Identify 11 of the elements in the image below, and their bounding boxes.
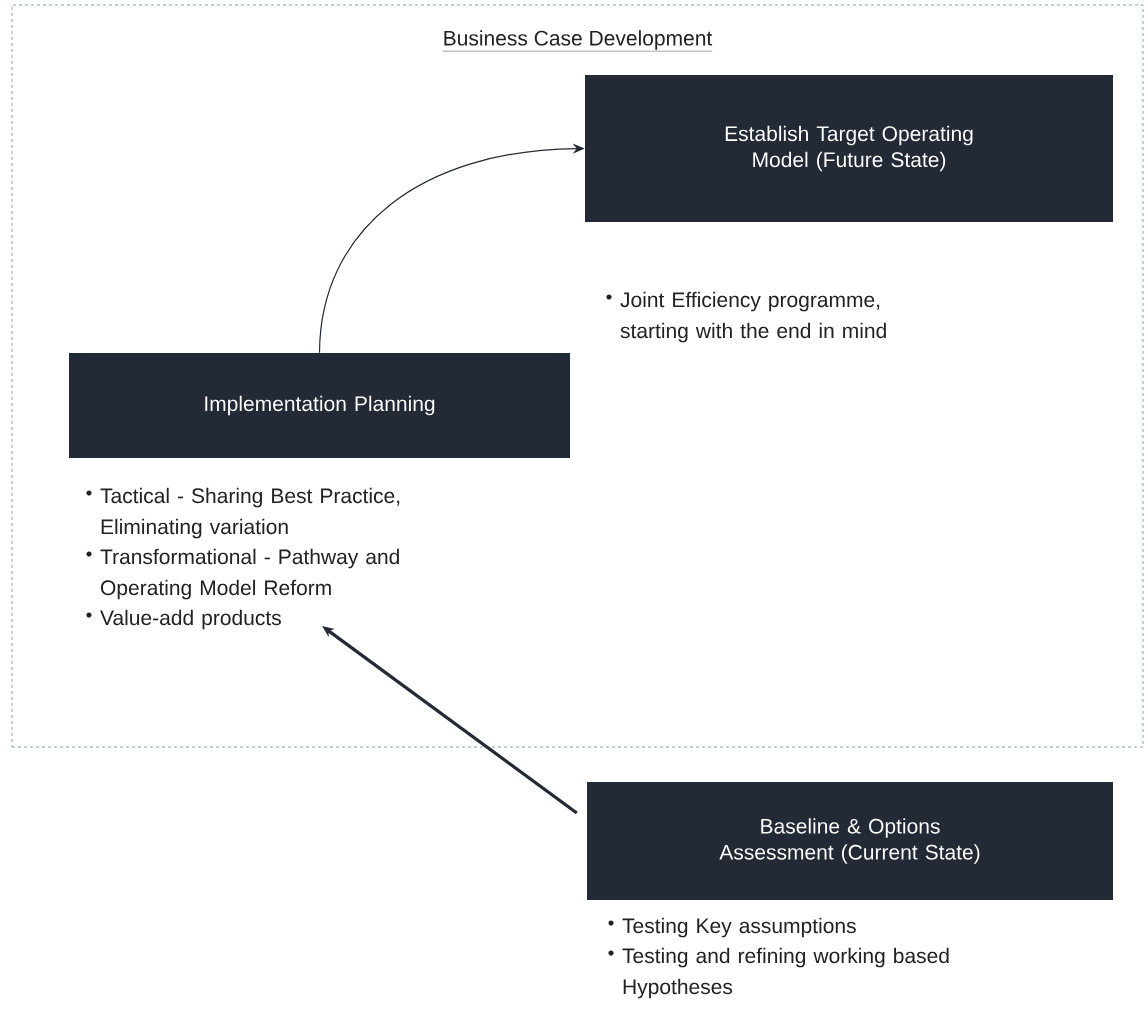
process-box: Baseline & Options Assessment (Current State) [587, 782, 1113, 900]
bullet-item: Tactical - Sharing Best Practice, Eliminating variation [86, 487, 400, 539]
bullet-item: Transformational - Pathway and Operating Model Reform [86, 548, 399, 600]
bullet-item: Joint Efficiency programme, starting with the end in mind [606, 291, 886, 343]
group-heading: Business Case Development [442, 30, 713, 52]
process-box: Establish Target Operating Model (Future State) [585, 75, 1113, 222]
process-box: Implementation Planning [69, 353, 570, 458]
dashed-group-frame [11, 4, 1144, 748]
bullet-item: Value-add products [86, 609, 281, 630]
bullet-item: Testing and refining working based Hypotheses [608, 947, 949, 999]
bullet-item: Testing Key assumptions [608, 917, 856, 938]
